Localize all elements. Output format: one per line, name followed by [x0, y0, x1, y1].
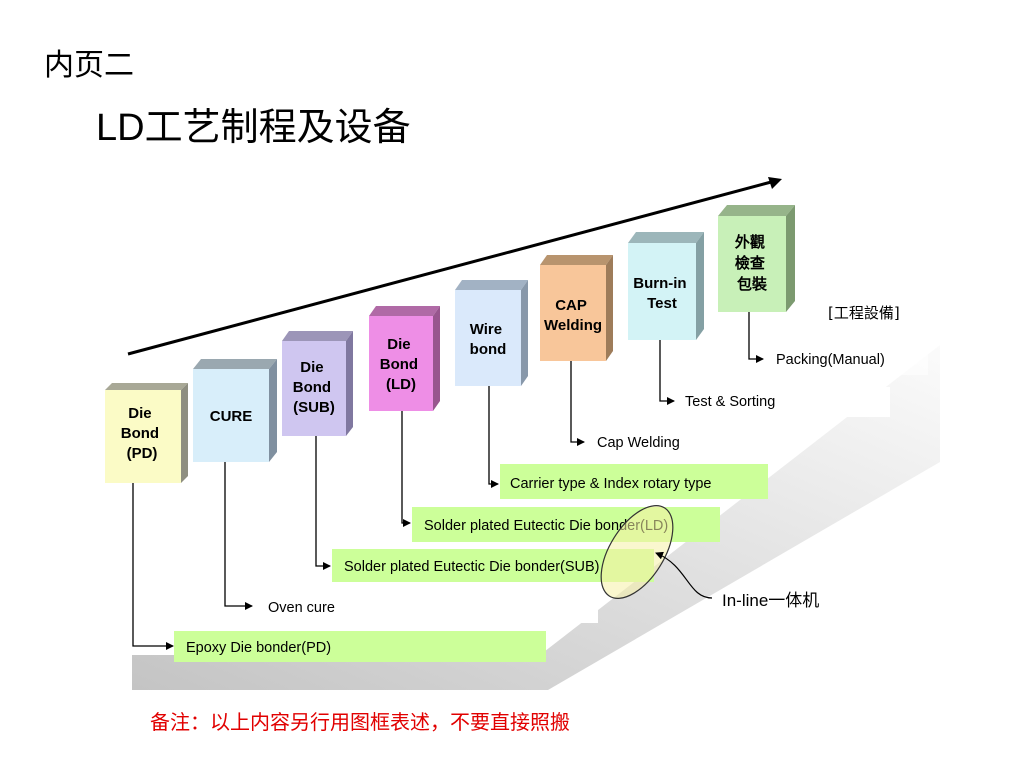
box-die-bond-sub: Die Bond (SUB)	[282, 331, 353, 436]
box-label-die-bond-sub: Die Bond (SUB)	[293, 359, 336, 416]
connector-oven-cure	[224, 462, 253, 610]
trend-arrow-head	[768, 177, 782, 189]
step-label-cap-welding: Cap Welding	[597, 435, 680, 451]
box-cure: CURE	[193, 359, 277, 462]
step-bar-test-sorting	[660, 387, 890, 417]
step-label-packing-manual: Packing(Manual)	[776, 352, 885, 368]
box-label-wire-bond: Wire bond	[470, 321, 507, 358]
box-label-inspection-packing: 外觀 檢查 包裝	[734, 233, 769, 293]
box-label-cure: CURE	[210, 408, 253, 425]
connector-cap-welding	[570, 361, 585, 446]
inline-highlight-ellipse	[600, 505, 674, 599]
step-bar-oven-cure	[254, 590, 598, 623]
connector-packing-manual	[748, 312, 764, 363]
box-cap-welding: CAP Welding	[540, 255, 613, 361]
box-die-bond-ld: Die Bond (LD)	[369, 306, 440, 411]
footnote: 备注：以上内容另行用图框表述，不要直接照搬	[150, 710, 570, 734]
step-label-epoxy-die-bonder: Epoxy Die bonder(PD)	[186, 640, 331, 656]
connector-test-sorting	[659, 340, 675, 405]
connector-epoxy-die-bonder	[132, 483, 174, 650]
box-label-burn-in-test: Burn-in Test	[633, 275, 691, 312]
step-label-carrier-index: Carrier type & Index rotary type	[510, 476, 711, 492]
box-die-bond-pd: Die Bond (PD)	[105, 383, 188, 483]
inline-note: In-line一体机	[722, 591, 819, 610]
connector-solder-eutectic-sub	[315, 433, 331, 570]
title-latin: LD	[96, 107, 145, 149]
step-bar-cap-welding	[570, 427, 780, 457]
step-bar-epoxy-die-bonder	[174, 631, 546, 662]
trend-arrow	[127, 179, 776, 356]
step-bar-solder-eutectic-sub	[332, 549, 654, 582]
page-header: 内页二	[44, 48, 134, 83]
slide-title: LD工艺制程及设备	[96, 96, 411, 151]
step-bar-packing-manual	[748, 345, 928, 375]
connector-solder-eutectic-ld	[401, 411, 411, 527]
connector-carrier-index	[488, 386, 499, 488]
step-label-test-sorting: Test & Sorting	[685, 394, 775, 410]
box-wire-bond: Wire bond	[455, 280, 528, 386]
box-label-die-bond-pd: Die Bond (PD)	[121, 405, 164, 462]
box-label-cap-welding: CAP Welding	[544, 297, 602, 334]
step-bar-carrier-index	[500, 464, 768, 499]
box-inspection-packing: 外觀 檢查 包裝	[718, 205, 795, 312]
box-label-die-bond-ld: Die Bond (LD)	[380, 336, 423, 393]
title-rest: 工艺制程及设备	[144, 105, 411, 149]
step-label-oven-cure: Oven cure	[268, 600, 335, 616]
step-label-solder-eutectic-ld: Solder plated Eutectic Die bonder(LD)	[424, 518, 668, 534]
legend-label: [工程設備]	[828, 304, 900, 322]
inline-pointer	[655, 551, 713, 599]
box-burn-in-test: Burn-in Test	[628, 232, 704, 340]
step-label-solder-eutectic-sub: Solder plated Eutectic Die bonder(SUB)	[344, 559, 600, 575]
